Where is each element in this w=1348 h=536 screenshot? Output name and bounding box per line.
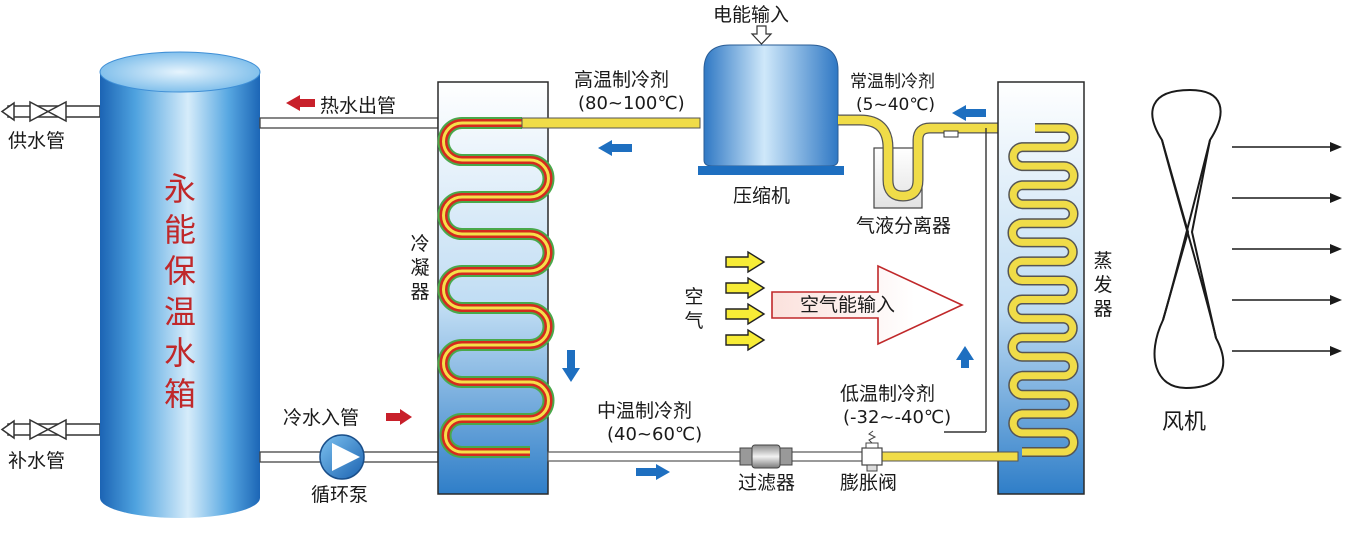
fan-label: 风机 [1162, 410, 1206, 435]
filter-icon [739, 444, 793, 469]
wind-arrow-icon [1330, 193, 1342, 203]
high-temp-range-label: (80~100℃) [578, 93, 685, 114]
hot-water-out-label: 热水出管 [320, 95, 396, 117]
evaporator-label-char: 器 [1093, 298, 1112, 320]
evaporator-coil [1007, 123, 1079, 457]
valve-icon [861, 430, 883, 472]
normal-temp-range-label: (5~40℃) [856, 95, 935, 115]
tank-label-char: 能 [164, 211, 196, 249]
sensor-tab [943, 130, 959, 138]
air-energy-input-label: 空气能输入 [800, 294, 895, 316]
mid-temp-range-label: (40~60℃) [607, 424, 702, 445]
low-temp-pipe [879, 451, 1019, 462]
evaporator-label-char: 蒸 [1093, 250, 1112, 272]
condenser-box [437, 81, 549, 495]
air-label-char: 气 [684, 310, 703, 332]
makeup-valve-icon [29, 418, 67, 441]
evaporator-label-char: 发 [1093, 274, 1112, 296]
supply-valve-icon [29, 100, 67, 123]
condenser-label-char: 凝 [410, 257, 429, 279]
evaporator-flow-arrow-icon [956, 346, 974, 368]
compressor-label: 压缩机 [733, 185, 790, 207]
mid-temp-refrigerant-label: 中温制冷剂 [597, 400, 692, 422]
compressor [698, 44, 844, 175]
mid-temp-pipe [547, 451, 745, 462]
air-arrows [725, 250, 766, 352]
makeup-pipe-label: 补水管 [8, 450, 65, 472]
hot-water-arrow-icon [286, 95, 315, 111]
high-temp-flow-arrow-icon [598, 140, 632, 156]
high-temp-pipe [521, 117, 701, 129]
air-arrow-icon [725, 328, 766, 352]
wind-arrow-icon [1330, 244, 1342, 254]
cold-water-in-label: 冷水入管 [283, 407, 359, 429]
condenser-coil [437, 117, 555, 458]
electric-input-arrow-icon [750, 25, 773, 45]
electric-input-label: 电能输入 [713, 4, 789, 26]
air-energy-arrow-icon [771, 264, 964, 346]
hot-water-pipe [259, 117, 439, 129]
pump-icon [319, 434, 365, 480]
tank-label-char: 温 [164, 293, 196, 331]
gas-liquid-separator-label: 气液分离器 [856, 215, 951, 237]
filter-label: 过滤器 [738, 472, 795, 494]
low-temp-refrigerant-label: 低温制冷剂 [840, 383, 935, 405]
fan-icon [1151, 88, 1225, 390]
wind-arrow-icon [1330, 295, 1342, 305]
air-arrow-icon [725, 276, 766, 300]
tank-label-char: 水 [164, 334, 196, 372]
air-label-char: 空 [684, 286, 703, 308]
high-temp-refrigerant-label: 高温制冷剂 [574, 69, 669, 91]
wind-arrows [1232, 142, 1342, 356]
condenser-flow-arrow-icon [562, 350, 580, 382]
water-tank [99, 51, 261, 518]
normal-temp-refrigerant-label: 常温制冷剂 [850, 72, 935, 92]
tank-label-char: 保 [164, 252, 196, 290]
low-temp-range-label: (-32~-40℃) [843, 407, 951, 428]
pump-label: 循环泵 [311, 484, 368, 506]
tank-label-char: 箱 [164, 375, 196, 413]
air-arrow-icon [725, 250, 766, 274]
tank-label-char: 永 [164, 170, 196, 208]
condenser-label-char: 器 [410, 281, 429, 303]
condenser-label-char: 冷 [410, 233, 429, 255]
mid-temp-flow-arrow-icon [636, 464, 670, 480]
expansion-valve-label: 膨胀阀 [840, 472, 897, 494]
air-label: 空气 [684, 286, 703, 332]
wind-arrow-icon [1330, 346, 1342, 356]
condenser-label: 冷凝器 [410, 233, 429, 303]
normal-temp-flow-arrow-icon [952, 105, 986, 121]
evaporator-label: 蒸发器 [1093, 250, 1112, 320]
wind-arrow-icon [1330, 142, 1342, 152]
supply-pipe-label: 供水管 [8, 130, 65, 152]
air-arrow-icon [725, 302, 766, 326]
cold-water-arrow-icon [386, 409, 412, 425]
